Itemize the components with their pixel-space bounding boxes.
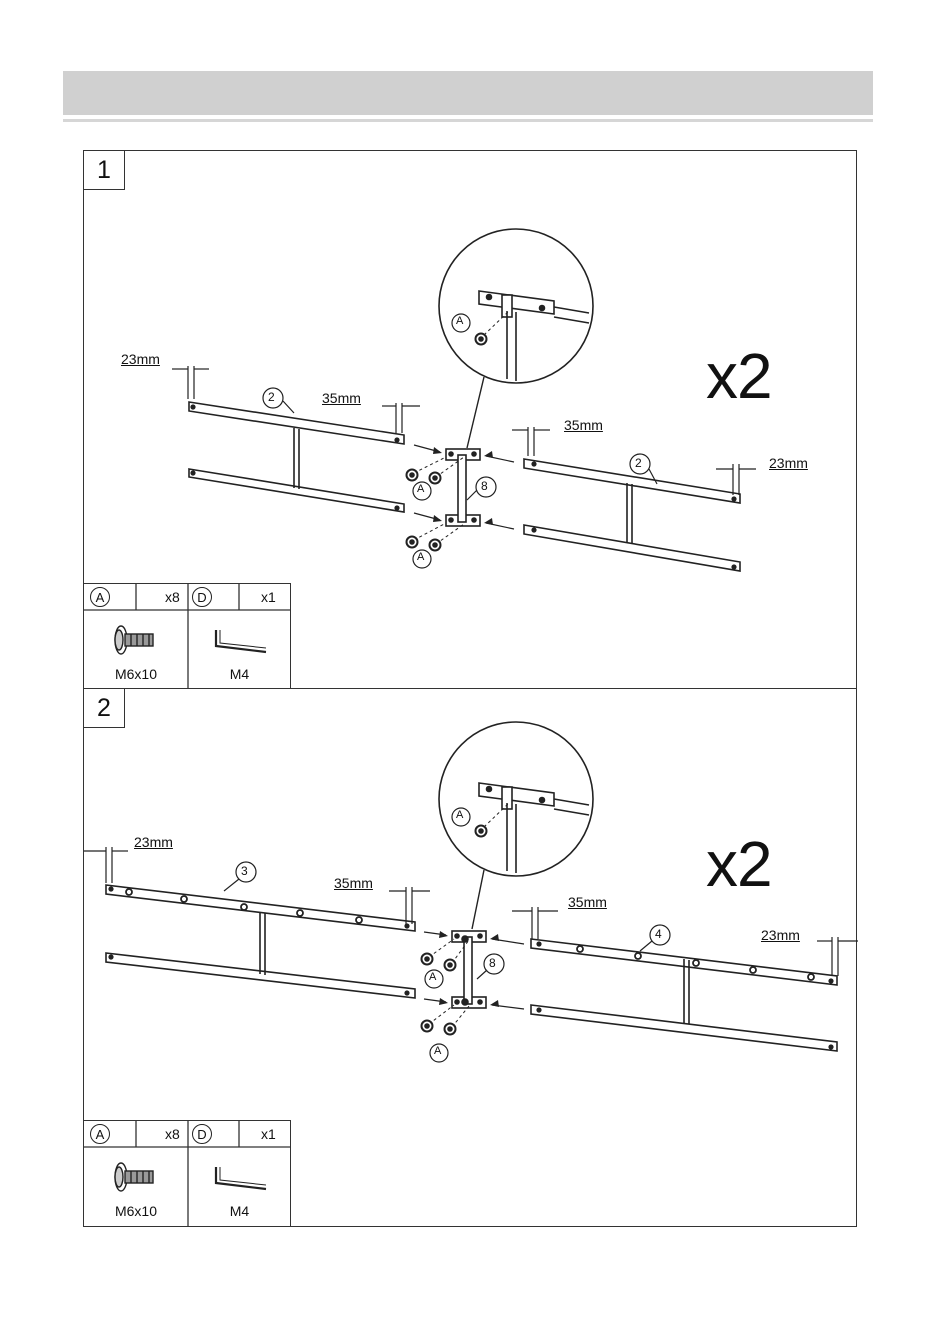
header-divider <box>63 119 873 122</box>
callout-hardware: A <box>417 551 424 563</box>
callout-hardware: A <box>456 315 463 327</box>
header-bar <box>63 71 873 115</box>
quantity-label: x2 <box>706 339 772 413</box>
part-count: x8 <box>165 589 180 605</box>
dimension-left-gap: 35mm <box>334 875 373 891</box>
part-name: M4 <box>188 666 291 682</box>
part-name: M6x10 <box>84 666 188 682</box>
part-count: x1 <box>261 1126 276 1142</box>
part-count: x8 <box>165 1126 180 1142</box>
callout-connector: 8 <box>489 956 496 970</box>
parts-table: A x8 D x1 M6x10 M4 <box>84 583 291 689</box>
dimension-left-end: 23mm <box>134 834 173 850</box>
allen-key-icon <box>212 628 272 658</box>
left-rail-frame <box>106 885 415 998</box>
right-rail-frame <box>524 459 740 571</box>
part-letter: A <box>90 1124 110 1144</box>
callout-hardware: A <box>417 483 424 495</box>
dimension-left-gap: 35mm <box>322 390 361 406</box>
callout-left-rail: 3 <box>241 864 248 878</box>
dimension-right-end: 23mm <box>761 927 800 943</box>
quantity-label: x2 <box>706 827 772 901</box>
part-count: x1 <box>261 589 276 605</box>
dimension-right-gap: 35mm <box>564 417 603 433</box>
callout-hardware: A <box>456 809 463 821</box>
bolt-icon <box>109 1159 159 1195</box>
callout-hardware: A <box>429 971 436 983</box>
parts-table: A x8 D x1 M6x10 M4 <box>84 1120 291 1226</box>
part-letter: D <box>192 587 212 607</box>
detail-magnifier <box>439 229 593 448</box>
callout-right-rail: 4 <box>655 927 662 941</box>
allen-key-icon <box>212 1165 272 1195</box>
connector-bracket <box>452 931 486 1008</box>
connector-bracket <box>446 449 480 526</box>
part-letter: D <box>192 1124 212 1144</box>
step-number: 2 <box>84 689 125 728</box>
dimension-right-end: 23mm <box>769 455 808 471</box>
step-1-panel: 1 x2 23mm 35mm 35mm 23mm 2 8 2 A A A A x… <box>83 150 857 690</box>
dimension-left-end: 23mm <box>121 351 160 367</box>
callout-right-rail: 2 <box>635 456 642 470</box>
left-rail-frame <box>189 402 404 512</box>
callout-left-rail: 2 <box>268 390 275 404</box>
part-name: M4 <box>188 1203 291 1219</box>
step-number: 1 <box>84 151 125 190</box>
bolt-icon <box>109 622 159 658</box>
right-rail-frame <box>531 939 837 1051</box>
dimension-right-gap: 35mm <box>568 894 607 910</box>
step-2-panel: 2 x2 23mm 35mm 35mm 23mm 3 8 4 A A A A x… <box>83 688 857 1227</box>
callout-hardware: A <box>434 1045 441 1057</box>
callout-connector: 8 <box>481 479 488 493</box>
part-letter: A <box>90 587 110 607</box>
part-name: M6x10 <box>84 1203 188 1219</box>
